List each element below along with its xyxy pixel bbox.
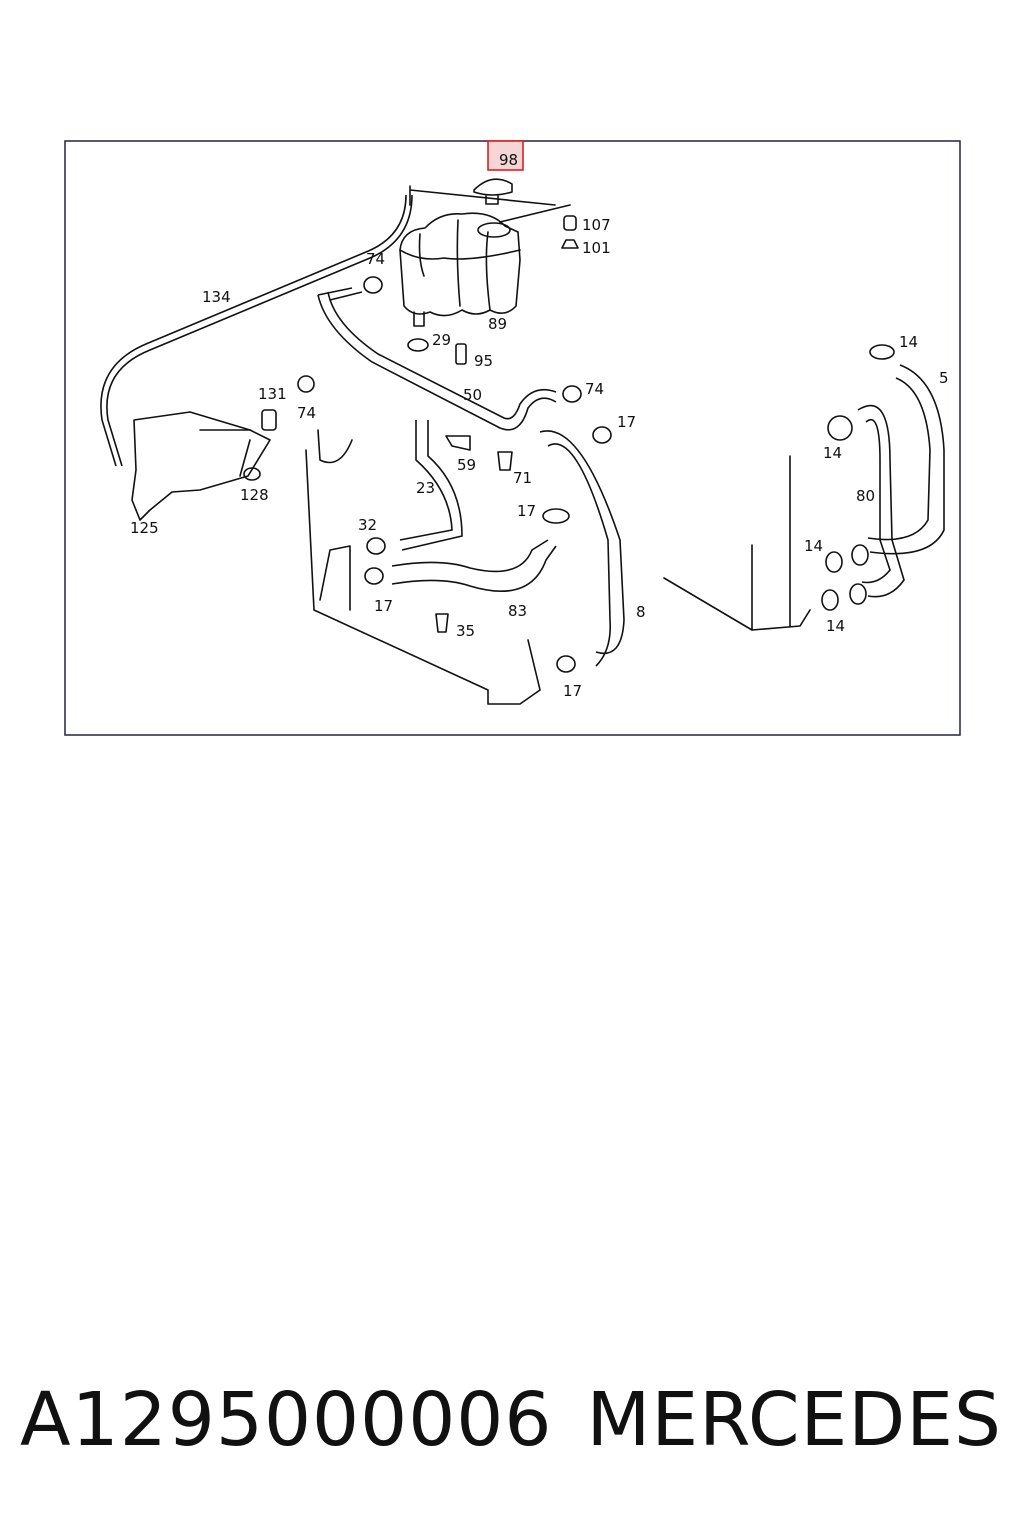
clamp-17-top [592, 426, 612, 444]
callout-80[interactable]: 80 [856, 487, 875, 505]
clip-59 [445, 435, 471, 451]
clamp-32 [366, 537, 386, 555]
callout-50[interactable]: 50 [463, 386, 482, 404]
callout-14-b[interactable]: 14 [823, 444, 842, 462]
callout-14-c[interactable]: 14 [804, 537, 823, 555]
callout-23[interactable]: 23 [416, 479, 435, 497]
hose-end-upper [851, 544, 869, 566]
clamp-14-a [869, 344, 895, 360]
callout-71[interactable]: 71 [513, 469, 532, 487]
expansion-tank [399, 185, 571, 327]
callout-35[interactable]: 35 [456, 622, 475, 640]
hose-5 [869, 364, 945, 555]
clamp-14-b [827, 415, 853, 441]
callout-107[interactable]: 107 [582, 216, 611, 234]
callout-59[interactable]: 59 [457, 456, 476, 474]
clamp-14-d [821, 589, 839, 611]
hose-80 [857, 404, 905, 598]
callout-14-a[interactable]: 14 [899, 333, 918, 351]
fitting-101 [561, 239, 579, 249]
callout-14-d[interactable]: 14 [826, 617, 845, 635]
clip-35 [435, 613, 449, 633]
callout-labels: 134 74 29 95 89 107 101 131 74 50 74 17 … [130, 216, 949, 700]
radiator [305, 429, 541, 705]
callout-95[interactable]: 95 [474, 352, 493, 370]
callout-89[interactable]: 89 [488, 315, 507, 333]
clamp-74-left [297, 375, 315, 393]
callout-83[interactable]: 83 [508, 602, 527, 620]
callout-74-b[interactable]: 74 [297, 404, 316, 422]
grommet-131 [261, 409, 277, 431]
callout-5[interactable]: 5 [939, 369, 949, 387]
part-number: A1295000006 [20, 1377, 553, 1463]
clamp-74-top [363, 276, 383, 294]
heater-core [663, 455, 811, 631]
callout-98[interactable]: 98 [499, 151, 518, 169]
callout-128[interactable]: 128 [240, 486, 269, 504]
callout-125[interactable]: 125 [130, 519, 159, 537]
clamp-74-right [562, 385, 582, 403]
callout-74-c[interactable]: 74 [585, 380, 604, 398]
clamp-17-mid [542, 508, 570, 524]
callout-74-a[interactable]: 74 [366, 250, 385, 268]
clip-71 [497, 451, 513, 471]
callout-17-d[interactable]: 17 [563, 682, 582, 700]
highlight-box [487, 140, 524, 171]
exploded-parts-diagram: 98 [0, 0, 1024, 760]
hose-end-lower [849, 583, 867, 605]
clamp-17-left [364, 567, 384, 585]
callout-17-a[interactable]: 17 [617, 413, 636, 431]
brand-name: MERCEDES [586, 1377, 1002, 1463]
callout-17-c[interactable]: 17 [374, 597, 393, 615]
callout-101[interactable]: 101 [582, 239, 611, 257]
clamp-14-c [825, 551, 843, 573]
valve-95 [455, 343, 467, 365]
hose-8 [539, 430, 625, 655]
reservoir-125 [131, 411, 271, 521]
footer: A1295000006 MERCEDES [0, 1365, 1024, 1475]
callout-131[interactable]: 131 [258, 385, 287, 403]
callout-29[interactable]: 29 [432, 331, 451, 349]
callout-134[interactable]: 134 [202, 288, 231, 306]
hose-134 [106, 194, 413, 467]
hose-23 [399, 420, 453, 541]
fitting-107 [563, 215, 577, 231]
clamp-17-bottom [556, 655, 576, 673]
hose-83 [391, 539, 549, 573]
callout-17-b[interactable]: 17 [517, 502, 536, 520]
clamp-29 [407, 338, 429, 352]
callout-8[interactable]: 8 [636, 603, 646, 621]
grommet-128 [243, 467, 261, 481]
callout-32[interactable]: 32 [358, 516, 377, 534]
hose-50 [317, 294, 557, 431]
radiator-cap [473, 178, 513, 205]
